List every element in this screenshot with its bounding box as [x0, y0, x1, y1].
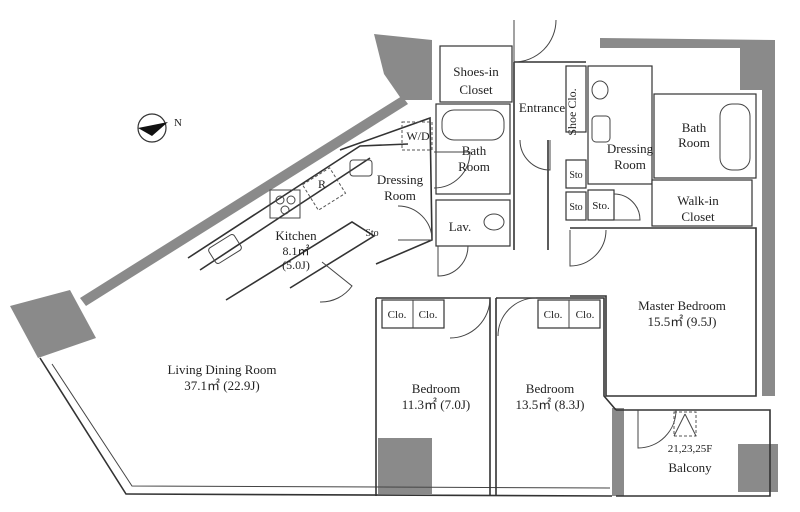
north-label: N: [174, 117, 182, 129]
dressing-left-label-1: Dressing: [377, 172, 424, 187]
room-labels: Shoes-in Closet Entrance Shoe Clo. W/D B…: [167, 64, 725, 475]
clo-2-label: Clo.: [419, 309, 438, 321]
shoe-clo-label: Shoe Clo.: [565, 88, 579, 135]
sto-1-box: [565, 159, 587, 189]
bedroom-1-label-2: 11.3㎡ (7.0J): [402, 397, 471, 412]
toilet-right: [591, 80, 609, 100]
kitchen-sink: [208, 234, 242, 264]
sto-3-box: [587, 189, 615, 221]
sto-door: [613, 193, 641, 221]
walk-in-label-1: Walk-in: [677, 193, 719, 208]
column-left: [10, 290, 96, 358]
bath-right-label-1: Bath: [682, 120, 707, 135]
living-label-1: Living Dining Room: [167, 362, 276, 377]
dressing-wall: [339, 116, 433, 265]
living-door: [319, 261, 353, 303]
bathtub-right: [719, 103, 751, 171]
washer-dryer: [401, 121, 433, 151]
kitchen-label-3: (5.0J): [282, 258, 310, 272]
floors-label: 21,23,25F: [668, 443, 713, 455]
column-mid: [612, 408, 624, 496]
compass-needle-icon: [138, 122, 168, 136]
bath-left-box: [435, 103, 511, 195]
entrance-door: [513, 19, 557, 63]
living-glass: [51, 363, 611, 489]
dressing-door: [397, 205, 433, 241]
wd-label: W/D: [406, 129, 430, 143]
lav-label: Lav.: [449, 219, 472, 234]
living-label-2: 37.1㎡ (22.9J): [184, 378, 259, 393]
shoes-closet-box: [439, 45, 513, 103]
lav-door: [437, 245, 469, 277]
sto-2-label: Sto: [569, 202, 582, 213]
dressing-right-box: [587, 65, 653, 185]
doors: [319, 19, 677, 449]
dressing-right-label-1: Dressing: [607, 141, 654, 156]
bathtub-left: [441, 109, 505, 141]
lav-box: [435, 199, 511, 247]
structure-lines: [39, 45, 771, 497]
stove: [269, 189, 301, 219]
master-bedroom-label-1: Master Bedroom: [638, 298, 726, 313]
sto-1-label: Sto: [569, 170, 582, 181]
clo-3-label: Clo.: [544, 309, 563, 321]
sink-right: [591, 115, 611, 143]
refrigerator-label: R: [318, 177, 326, 191]
shoes-closet-label-1: Shoes-in: [453, 64, 499, 79]
bath-door: [433, 151, 471, 189]
master-bedroom-label-2: 15.5㎡ (9.5J): [648, 314, 717, 329]
column-bedroom: [378, 438, 432, 494]
bath-left-label-2: Room: [458, 159, 490, 174]
bedroom-1-label-1: Bedroom: [412, 381, 460, 396]
fixtures: [208, 80, 751, 437]
bedroom-2-door: [497, 297, 537, 337]
column-top: [374, 34, 432, 100]
entrance-label: Entrance: [519, 100, 565, 115]
dressing-right-label-2: Room: [614, 157, 646, 172]
sto-kitchen-label: Sto: [365, 228, 378, 239]
walk-in-label-2: Closet: [681, 209, 715, 224]
dressing-left-label-2: Room: [384, 188, 416, 203]
shoes-closet-label-2: Closet: [459, 82, 493, 97]
balcony-door: [637, 409, 677, 449]
sink-dressing: [349, 159, 373, 177]
north-indicator: N: [137, 113, 182, 143]
toilet-left: [483, 213, 505, 231]
hall-door: [519, 139, 551, 171]
walls: [10, 34, 778, 496]
clo-4-label: Clo.: [576, 309, 595, 321]
column-balcony: [738, 444, 778, 492]
sto-2-box: [565, 191, 587, 221]
bedroom-2-label-1: Bedroom: [526, 381, 574, 396]
bath-right-box: [653, 93, 757, 179]
kitchen-label-1: Kitchen: [275, 228, 317, 243]
wall-right: [762, 90, 775, 396]
balcony-label: Balcony: [668, 460, 712, 475]
bedroom-2-wall: [496, 297, 617, 411]
balcony-outline: [616, 409, 771, 497]
sto-3-label: Sto.: [592, 200, 610, 212]
bedroom-2-label-2: 13.5㎡ (8.3J): [516, 397, 585, 412]
bedroom-1-door: [449, 297, 491, 339]
clo-1-label: Clo.: [388, 309, 407, 321]
master-bedroom-wall: [570, 227, 757, 397]
refrigerator: [301, 167, 347, 211]
bath-left-label-1: Bath: [462, 143, 487, 158]
living-exterior: [39, 357, 613, 497]
column-top-right: [600, 38, 775, 90]
diagonal-wall: [80, 96, 408, 306]
hatch: [673, 411, 697, 437]
kitchen-island: [225, 221, 376, 301]
kitchen-label-2: 8.1㎡: [282, 244, 309, 258]
kitchen-counter-back: [187, 143, 409, 259]
shoe-clo-box: [565, 65, 587, 133]
master-door: [569, 229, 607, 267]
bath-right-label-2: Room: [678, 135, 710, 150]
walk-in-box: [651, 179, 753, 227]
